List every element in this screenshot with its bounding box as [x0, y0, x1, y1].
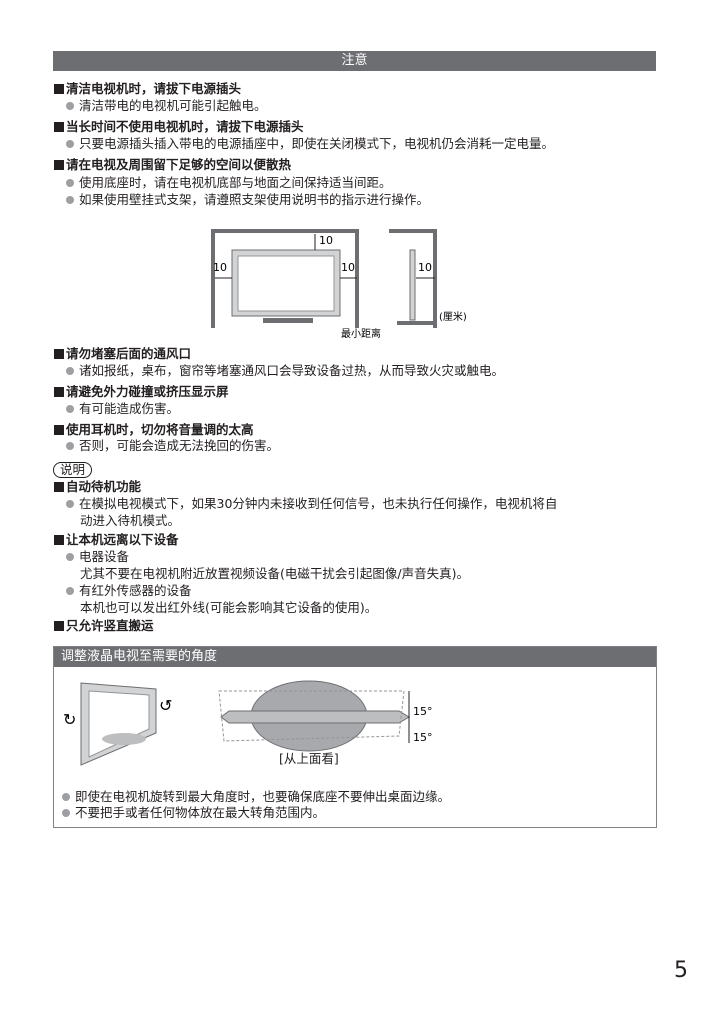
bullet: 否则，可能会造成无法挽回的伤害。 [66, 438, 279, 454]
left-distance: 10 [213, 261, 227, 274]
section-heading: 请避免外力碰撞或挤压显示屏 [54, 384, 229, 400]
rear-distance: 10 [418, 261, 432, 274]
swivel-diagram: ↻ ↺ 15° 15° [63, 680, 433, 766]
angle-title: 调整液晶电视至需要的角度 [54, 647, 656, 667]
right-distance: 10 [341, 261, 355, 274]
caution-header: 注意 [53, 51, 656, 71]
view-caption: [从上面看] [279, 751, 339, 766]
section-heading: 自动待机功能 [54, 479, 141, 495]
bullet: 诸如报纸，桌布，窗帘等堵塞通风口会导致设备过热，从而导致火灾或触电。 [66, 363, 504, 379]
bullet: 如果使用壁挂式支架，请遵照支架使用说明书的指示进行操作。 [66, 192, 429, 208]
bullet: 只要电源插头插入带电的电源插座中，即使在关闭模式下，电视机仍会消耗一定电量。 [66, 136, 554, 152]
bullet: 使用底座时，请在电视机底部与地面之间保持适当间距。 [66, 175, 392, 191]
section-heading: 只允许竖直搬运 [54, 618, 154, 634]
bullet: 在模拟电视模式下，如果30分钟内未接收到任何信号，也未执行任何操作，电视机将自 [66, 496, 557, 512]
section-heading: 请在电视及周围留下足够的空间以便散热 [54, 157, 291, 173]
top-distance: 10 [319, 234, 333, 247]
diagram-caption: 最小距离 [341, 327, 381, 340]
unit-label: (厘米) [439, 310, 467, 323]
section-heading: 使用耳机时，切勿将音量调的太高 [54, 422, 254, 438]
clearance-diagram: 10 10 10 10 (厘米) 最小距离 [211, 229, 467, 340]
bullet: 即使在电视机旋转到最大角度时，也要确保底座不要伸出桌面边缘。 [62, 789, 450, 805]
section-heading: 让本机远离以下设备 [54, 532, 179, 548]
notes-label: 说明 [53, 462, 93, 478]
bullet: 清洁带电的电视机可能引起触电。 [66, 98, 267, 114]
rotate-left-arrow-icon: ↻ [63, 710, 76, 729]
angle-up: 15° [413, 705, 433, 718]
section-heading: 请勿堵塞后面的通风口 [54, 346, 191, 362]
page-number: 5 [674, 958, 688, 983]
section-heading: 清洁电视机时，请拔下电源插头 [54, 81, 241, 97]
caution-title: 注意 [341, 53, 368, 68]
bullet-continuation: 尤其不要在电视机附近放置视频设备(电磁干扰会引起图像/声音失真)。 [80, 566, 469, 581]
angle-box: 调整液晶电视至需要的角度 ↻ ↺ 15° 15° [从上面看] 即使在电视机旋转… [53, 646, 657, 828]
bullet-continuation: 本机也可以发出红外线(可能会影响其它设备的使用)。 [80, 600, 378, 615]
section-heading: 当长时间不使用电视机时，请拔下电源插头 [54, 119, 304, 135]
bullet: 电器设备 [66, 549, 129, 565]
rotate-right-arrow-icon: ↺ [159, 696, 172, 715]
bullet: 有可能造成伤害。 [66, 401, 179, 417]
angle-down: 15° [413, 731, 433, 744]
bullet: 有红外传感器的设备 [66, 583, 192, 599]
bullet: 不要把手或者任何物体放在最大转角范围内。 [62, 805, 325, 821]
bullet-continuation: 动进入待机模式。 [80, 513, 181, 528]
